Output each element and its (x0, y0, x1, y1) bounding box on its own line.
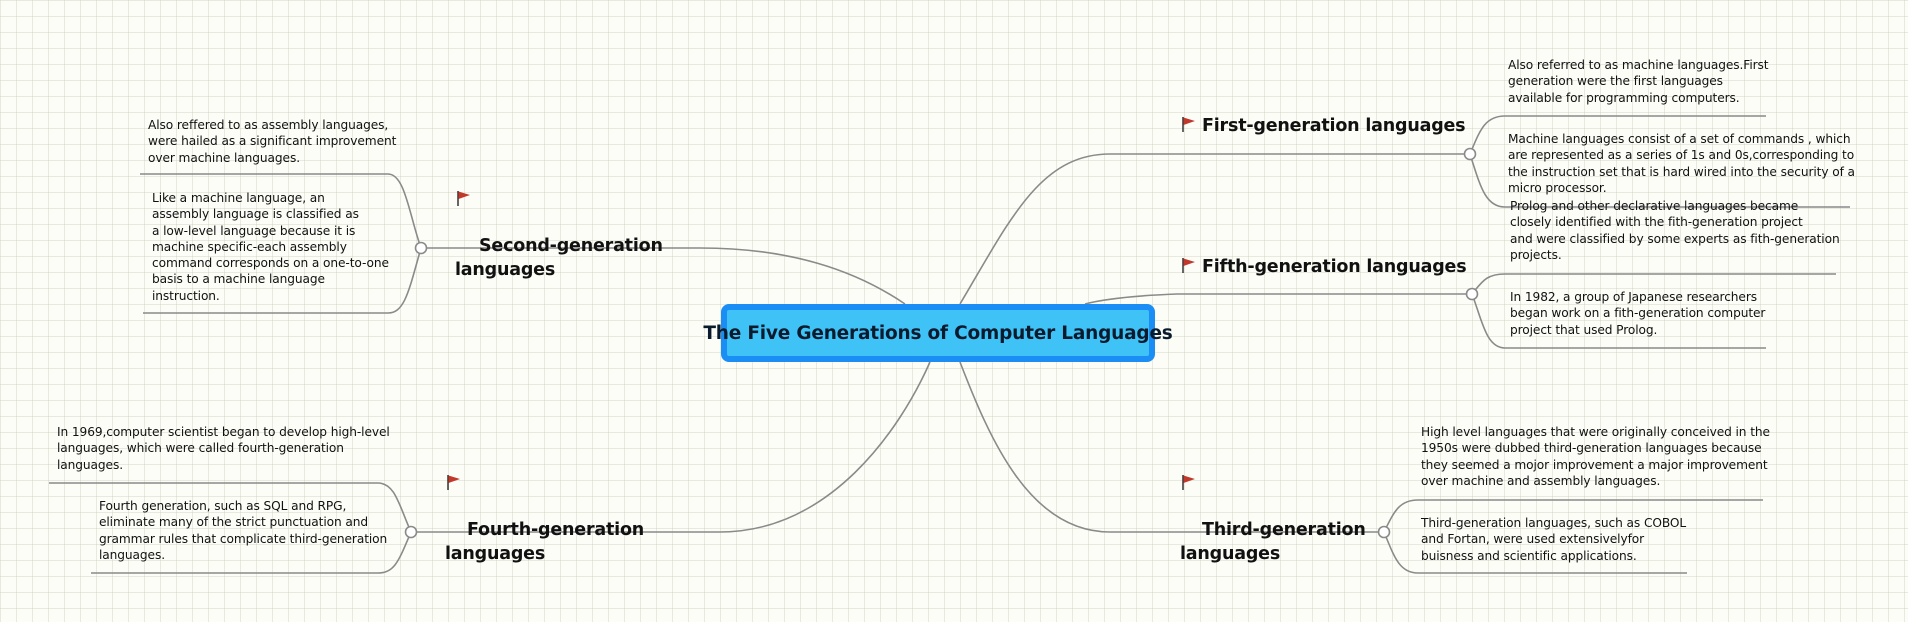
note-fourth-1: In 1969,computer scientist began to deve… (57, 425, 390, 472)
note-third-1: High level languages that were originall… (1421, 425, 1770, 488)
topic-first-generation[interactable]: First-generation languages (1180, 114, 1466, 138)
collapse-toggle-first (1463, 147, 1477, 161)
note-first-1: Also referred to as machine languages.Fi… (1508, 58, 1769, 105)
note-fifth-2: In 1982, a group of Japanese researchers… (1510, 290, 1766, 337)
central-topic[interactable]: The Five Generations of Computer Languag… (703, 304, 1173, 362)
topic-label: First-generation languages (1202, 116, 1466, 136)
topic-label: Fifth-generation languages (1202, 257, 1467, 277)
connector-fifth (1084, 293, 1178, 305)
red-flag-icon (1182, 475, 1195, 490)
topic-second-generation[interactable]: Second-generation languages (455, 186, 663, 306)
connector-fourth (411, 361, 931, 533)
topic-fourth-generation[interactable]: Fourth-generation languages (445, 470, 644, 590)
topic-label: Third-generation languages (1180, 520, 1366, 564)
connector-first (959, 153, 1177, 305)
red-flag-icon (447, 475, 460, 490)
topic-label: Fourth-generation languages (445, 520, 645, 564)
collapse-toggle-second (414, 241, 428, 255)
collapse-toggle-fourth (404, 525, 418, 539)
red-flag-icon (457, 191, 470, 206)
note-third-2: Third-generation languages, such as COBO… (1421, 516, 1687, 563)
topic-fifth-generation[interactable]: Fifth-generation languages (1180, 255, 1467, 279)
central-topic-label: The Five Generations of Computer Languag… (703, 322, 1173, 344)
note-second-2: Like a machine language, an assembly lan… (152, 191, 389, 303)
note-fourth-2: Fourth generation, such as SQL and RPG, … (99, 499, 388, 562)
note-second-1: Also reffered to as assembly languages, … (148, 118, 397, 165)
connector-second (421, 247, 906, 305)
topic-label: Second-generation languages (455, 236, 663, 280)
note-fifth-1: Prolog and other declarative languages b… (1510, 199, 1840, 262)
collapse-toggle-third (1377, 525, 1391, 539)
red-flag-icon (1182, 117, 1195, 132)
note-first-2: Machine languages consist of a set of co… (1508, 132, 1855, 195)
topic-third-generation[interactable]: Third-generation languages (1180, 470, 1366, 590)
collapse-toggle-fifth (1465, 287, 1479, 301)
connector-third (959, 361, 1180, 533)
red-flag-icon (1182, 258, 1195, 273)
